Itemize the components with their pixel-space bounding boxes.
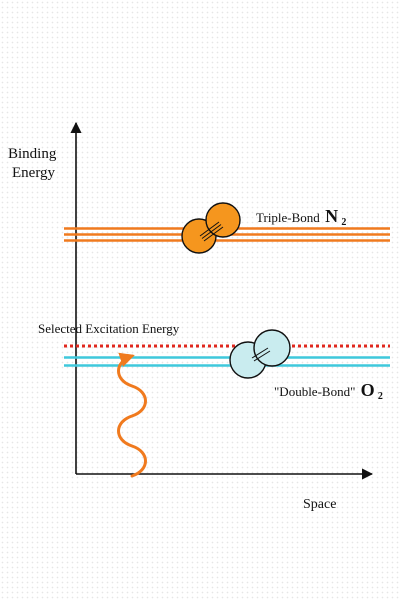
y-axis-label-line2: Energy xyxy=(12,165,56,181)
o2-label: "Double-Bond" O 2 xyxy=(274,380,383,402)
excitation-label: Selected Excitation Energy xyxy=(38,321,180,336)
photon-wave-icon xyxy=(117,352,147,478)
n2-atom xyxy=(205,202,241,238)
y-axis-label-line1: Binding xyxy=(8,146,57,162)
o2-atom xyxy=(253,329,291,367)
n2-symbol: N xyxy=(325,206,338,226)
o2-energy-levels xyxy=(64,356,390,367)
n2-label: Triple-Bond N 2 xyxy=(256,206,346,228)
o2-symbol: O xyxy=(361,380,375,400)
n2-molecule-icon xyxy=(181,202,241,254)
o2-subscript: 2 xyxy=(378,391,383,402)
o2-molecule-icon xyxy=(229,329,291,379)
n2-subscript: 2 xyxy=(341,217,346,228)
x-axis-label: Space xyxy=(303,497,336,512)
